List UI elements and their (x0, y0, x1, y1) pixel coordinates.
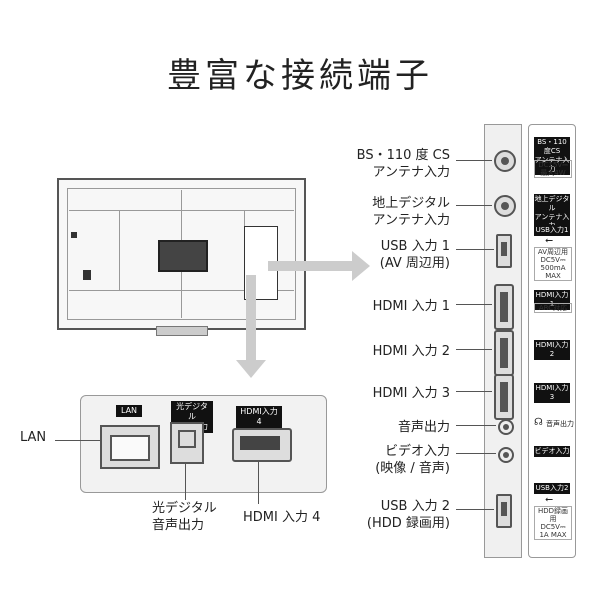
bs-label: BS・110 度 CS アンテナ入力 (356, 148, 450, 180)
usb1-side-sub: AV周辺用 DC5V⎓ 500mA MAX (534, 247, 572, 281)
hdmi2-connector (494, 330, 514, 376)
usb2-side-badge: USB入力2 (534, 483, 570, 494)
hdmi1-side-badge: HDMI入力1 (534, 290, 570, 310)
leader-line (185, 462, 186, 500)
video-in-side-badge: ビデオ入力 (534, 446, 570, 457)
hdmi3-side-badge: HDMI入力3 (534, 383, 570, 403)
lan-port (100, 425, 160, 469)
leader-line (456, 391, 492, 392)
hdmi2-label: HDMI 入力 2 (372, 344, 450, 359)
leader-line (456, 509, 494, 510)
headphone-icon: ☊ (534, 417, 543, 428)
usb1-connector (496, 234, 512, 268)
optical-port (170, 422, 204, 464)
leader-line (55, 440, 100, 441)
leader-line (258, 460, 259, 504)
usb2-connector (496, 494, 512, 528)
lan-badge: LAN (116, 405, 142, 417)
hdmi1-connector (494, 284, 514, 330)
video-in-connector (498, 447, 514, 463)
arrow-down-head (236, 360, 266, 378)
audio-out-connector (498, 419, 514, 435)
lan-label: LAN (20, 430, 47, 445)
leader-line (456, 304, 492, 305)
bs-antenna-connector (494, 150, 516, 172)
audio-out-side-label: 音声出力 (546, 420, 574, 428)
usb2-label: USB 入力 2 (HDD 録画用) (366, 499, 450, 531)
leader-line (456, 160, 492, 161)
leader-line (456, 425, 496, 426)
audio-out-label: 音声出力 (397, 420, 450, 435)
hdmi1-side-sub: ARC対応 (534, 303, 572, 313)
terrestrial-antenna-connector (494, 195, 516, 217)
usb1-side-badge: USB入力1 (534, 225, 570, 236)
video-in-label: ビデオ入力 (映像 / 音声) (375, 444, 450, 476)
hdmi1-label: HDMI 入力 1 (372, 299, 450, 314)
optical-label: 光デジタル 音声出力 (152, 501, 217, 533)
hdmi4-port (232, 428, 292, 462)
tv-jack (83, 270, 91, 280)
leader-line (456, 205, 492, 206)
tv-line (119, 210, 120, 290)
usb2-side-sub: HDD録画用 DC5V⎓ 1A MAX (534, 506, 572, 540)
leader-line (456, 453, 496, 454)
tv-jack (71, 232, 77, 238)
hdmi3-connector (494, 374, 514, 420)
hdmi4-label: HDMI 入力 4 (243, 510, 321, 525)
usb-icon: ⭠ (545, 494, 553, 505)
page-title: 豊富な接続端子 (167, 56, 433, 96)
leader-line (456, 249, 494, 250)
arrow-down (246, 275, 256, 365)
hdmi4-badge: HDMI入力4 (236, 406, 282, 428)
tv-bezel (67, 188, 296, 320)
tv-center-plate (158, 240, 208, 272)
hdmi3-label: HDMI 入力 3 (372, 386, 450, 401)
usb-icon: ⭠ (545, 235, 553, 246)
terrestrial-label: 地上デジタル アンテナ入力 (372, 196, 450, 228)
arrow-right-head (352, 251, 370, 281)
hdmi2-side-badge: HDMI入力2 (534, 340, 570, 360)
tv-stand (156, 326, 208, 336)
arrow-right (268, 261, 354, 271)
bs-side-sub: DC15V⎓ 最大4W (534, 160, 572, 178)
leader-line (456, 349, 492, 350)
usb1-label: USB 入力 1 (AV 周辺用) (379, 239, 450, 271)
